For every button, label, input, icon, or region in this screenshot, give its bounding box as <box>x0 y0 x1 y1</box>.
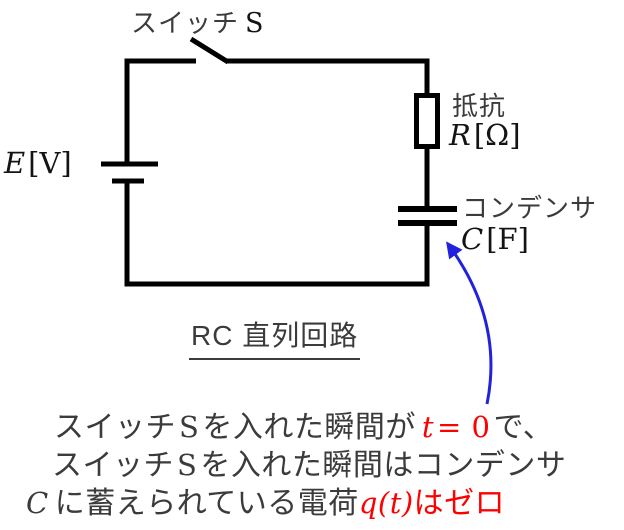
capacitor-label-symbol: C[F] <box>461 222 532 256</box>
wire-top-right <box>226 58 430 98</box>
resistor-symbol: R <box>449 118 471 152</box>
voltage-source-label: E[V] <box>4 146 75 180</box>
figure-title: RC 直列回路 <box>189 314 361 360</box>
note2-jp2: を入れた瞬間はコンデンサ <box>200 449 567 482</box>
note1-jp2: を入れた瞬間が <box>202 411 416 444</box>
resistor-unit: [Ω] <box>473 118 521 152</box>
switch-arm-icon <box>189 36 230 65</box>
note3-jp1: に蓄えられている電荷 <box>54 487 359 520</box>
note1-jp3: で、 <box>493 411 554 444</box>
resistor-label-symbol: R[Ω] <box>449 118 524 152</box>
resistor-label-jp: 抵抗 <box>452 91 507 121</box>
voltage-symbol: E <box>4 146 26 180</box>
note1-switch-symbol: S <box>179 410 200 444</box>
voltage-unit: [V] <box>28 146 72 180</box>
note1-jp1: スイッチ <box>54 411 176 444</box>
wire-bottom <box>124 181 430 287</box>
switch-label-jp: スイッチ <box>131 8 240 38</box>
resistor-icon <box>414 93 440 149</box>
capacitor-label-jp: コンデンサ <box>462 193 598 223</box>
capacitor-symbol: C <box>461 222 484 256</box>
note2-jp1: スイッチ <box>52 449 174 482</box>
note3-charge-function: q(t) <box>358 486 414 520</box>
note1-time-equation: = 0 <box>437 410 491 444</box>
note1-time-variable: t <box>421 410 435 444</box>
switch-label-symbol: S <box>245 8 264 39</box>
note3-capacitor-symbol: C <box>26 486 49 520</box>
capacitor-unit: [F] <box>486 222 529 256</box>
wire-top-left <box>124 58 196 166</box>
note2-switch-symbol: S <box>177 448 198 482</box>
capacitor-pointer-arrow-icon <box>446 241 493 405</box>
note3-red-jp: はゼロ <box>413 487 506 520</box>
